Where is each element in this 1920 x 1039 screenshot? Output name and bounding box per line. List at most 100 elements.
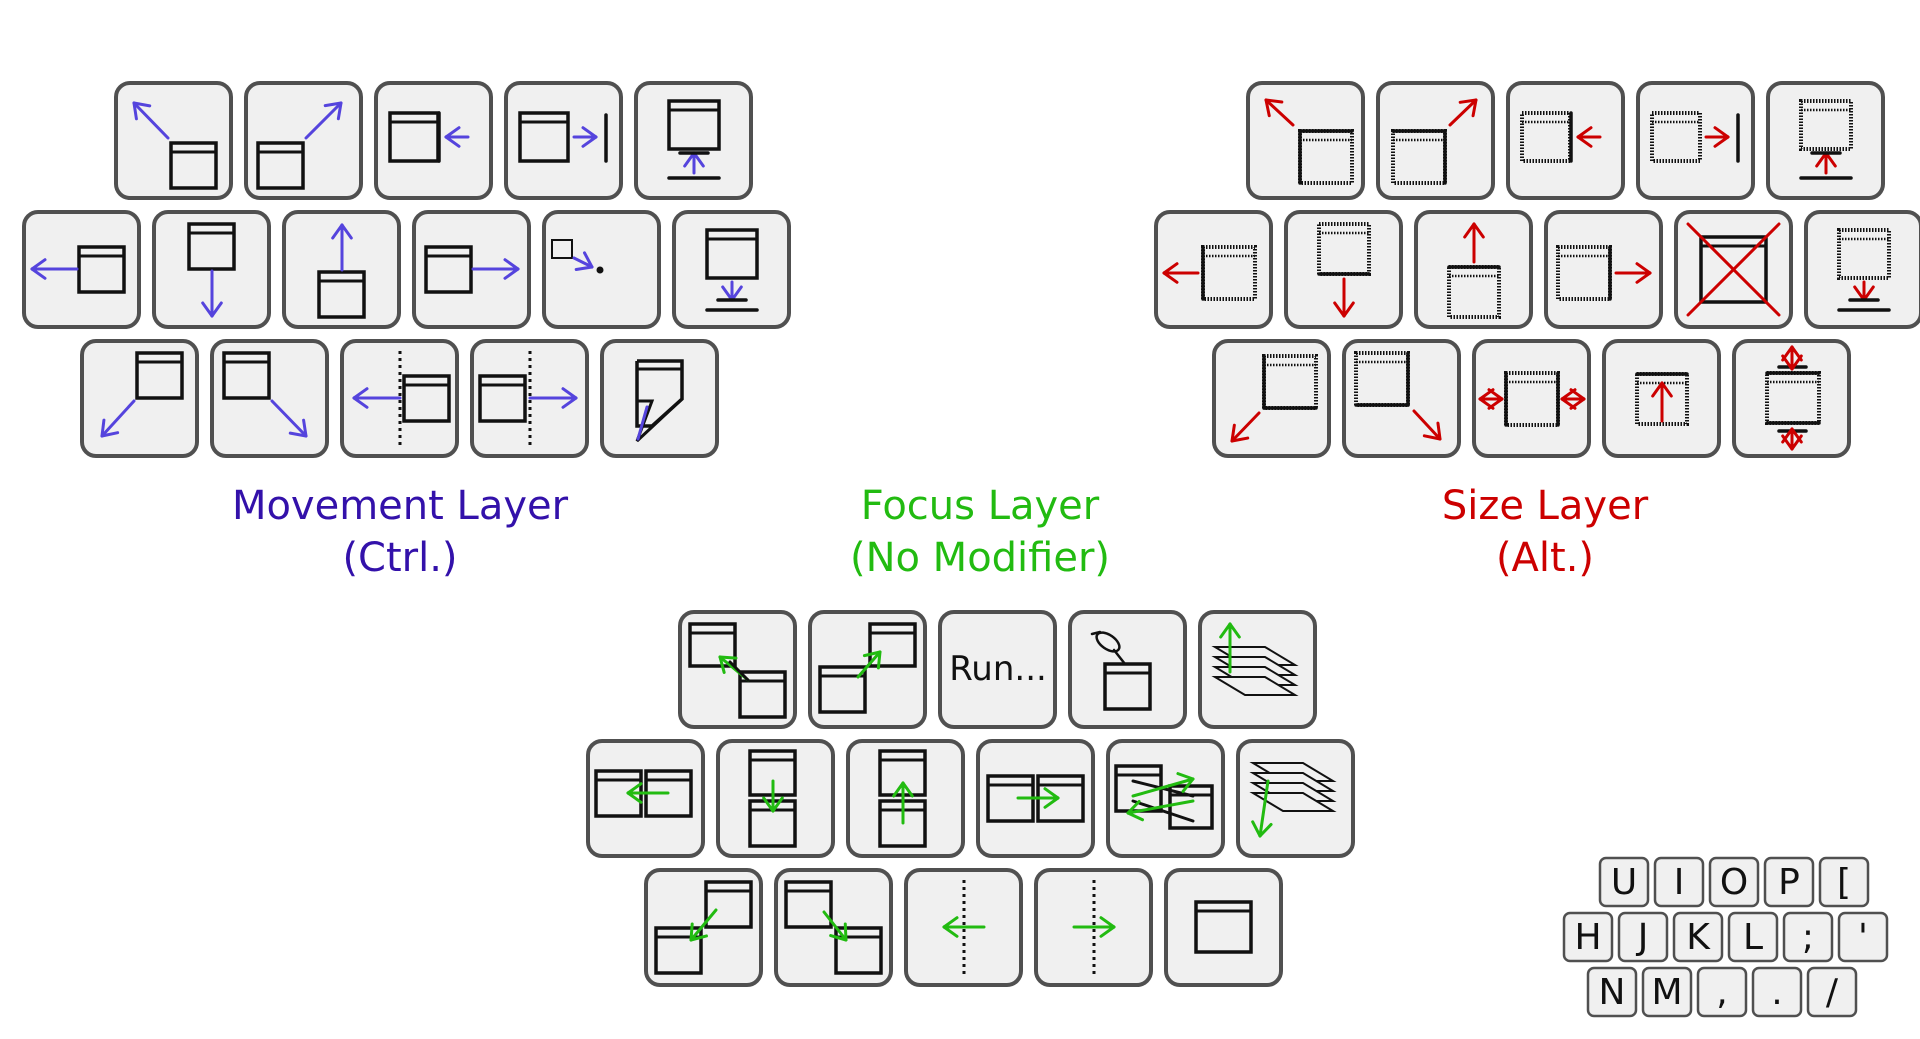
- focus-key: [644, 868, 763, 987]
- legend-key: M: [1641, 966, 1693, 1018]
- grow-to-top-icon: [1799, 99, 1853, 180]
- focus-up-icon: [878, 749, 927, 848]
- focus-layer-modifier: (No Modifier): [849, 535, 1111, 581]
- focus-key: [1164, 868, 1283, 987]
- svg-text:L: L: [1743, 917, 1763, 958]
- focus-key: [846, 739, 965, 858]
- move-up-icon: [317, 223, 366, 319]
- movement-key: [542, 210, 661, 329]
- focus-left-icon: [594, 769, 693, 818]
- legend-key: N: [1586, 966, 1638, 1018]
- size-key: [1212, 339, 1331, 458]
- grow-up-left-icon: [1264, 98, 1354, 185]
- size-key: [1732, 339, 1851, 458]
- focus-up-right-icon: [818, 622, 917, 714]
- focus-layer: Run...: [586, 610, 1355, 987]
- move-down-to-bottom-icon: [705, 228, 759, 312]
- legend-key: I: [1653, 856, 1705, 908]
- legend-key: .: [1751, 966, 1803, 1018]
- movement-key: [244, 81, 363, 200]
- focus-key: [586, 739, 705, 858]
- size-key: [1342, 339, 1461, 458]
- size-layer-modifier: (Alt.): [1495, 535, 1595, 581]
- move-right-edge-icon: [518, 111, 608, 163]
- focus-key: [904, 868, 1023, 987]
- maximize-vertical-icon: [1765, 345, 1821, 451]
- size-key: [1376, 81, 1495, 200]
- move-left-icon: [30, 245, 126, 294]
- legend-key: J: [1617, 911, 1669, 963]
- movement-key: [282, 210, 401, 329]
- close-window-icon: [1686, 222, 1781, 317]
- focus-key: [1106, 739, 1225, 858]
- focus-key: [808, 610, 927, 729]
- focus-down-icon: [748, 749, 797, 848]
- svg-text:/: /: [1826, 972, 1839, 1013]
- legend-key: P: [1763, 856, 1815, 908]
- move-right-icon: [424, 245, 520, 294]
- svg-text:.: .: [1771, 972, 1782, 1013]
- movement-key: [114, 81, 233, 200]
- legend-key: ,: [1696, 966, 1748, 1018]
- focus-key: [1198, 610, 1317, 729]
- focus-key: [1236, 739, 1355, 858]
- focus-key: [678, 610, 797, 729]
- size-key: [1544, 210, 1663, 329]
- grow-down-icon: [1317, 222, 1371, 318]
- move-down-left-icon: [100, 351, 184, 438]
- size-layer-title: Size Layer: [1441, 483, 1649, 529]
- legend-key: U: [1598, 856, 1650, 908]
- movement-key: [152, 210, 271, 329]
- legend-key: L: [1727, 911, 1779, 963]
- svg-text:J: J: [1636, 917, 1649, 958]
- grow-left-icon: [1162, 245, 1257, 301]
- size-layer: [1154, 81, 1920, 458]
- swap-windows-icon: [1114, 764, 1214, 830]
- movement-key: [22, 210, 141, 329]
- movement-key: [340, 339, 459, 458]
- size-key: [1506, 81, 1625, 200]
- size-key: [1414, 210, 1533, 329]
- svg-text:O: O: [1720, 862, 1748, 903]
- run-label: Run...: [949, 649, 1047, 689]
- svg-text:[: [: [1837, 862, 1851, 903]
- movement-key: [210, 339, 329, 458]
- grow-to-right-edge-icon: [1650, 111, 1740, 163]
- svg-text:': ': [1858, 917, 1868, 958]
- svg-text:P: P: [1778, 862, 1800, 903]
- svg-text:N: N: [1599, 972, 1626, 1013]
- movement-key: [412, 210, 531, 329]
- legend-key: ;: [1782, 911, 1834, 963]
- maximize-icon: [1635, 372, 1689, 426]
- movement-key: [634, 81, 753, 200]
- focus-down-right-icon: [784, 880, 883, 975]
- movement-key: [470, 339, 589, 458]
- grow-down-right-icon: [1354, 351, 1442, 441]
- movement-key: [600, 339, 719, 458]
- size-key: [1602, 339, 1721, 458]
- svg-text:M: M: [1651, 972, 1682, 1013]
- move-up-left-icon: [132, 101, 218, 190]
- movement-layer-modifier: (Ctrl.): [342, 535, 458, 581]
- window-icon: [1194, 900, 1253, 954]
- svg-text:U: U: [1611, 862, 1637, 903]
- svg-text:K: K: [1686, 917, 1711, 958]
- stack-cycle-up-icon: [1211, 622, 1299, 696]
- move-right-monitor-icon: [478, 351, 578, 447]
- svg-text:I: I: [1674, 862, 1685, 903]
- grow-right-edge-icon: [1520, 111, 1602, 163]
- svg-text:;: ;: [1802, 917, 1814, 958]
- move-left-monitor-icon: [352, 351, 451, 447]
- focus-key: [1034, 868, 1153, 987]
- focus-right-monitor-icon: [1072, 880, 1116, 976]
- movement-key: [504, 81, 623, 200]
- focus-down-left-icon: [654, 880, 753, 975]
- grow-right-icon: [1556, 245, 1652, 301]
- size-key: [1472, 339, 1591, 458]
- focus-key: [716, 739, 835, 858]
- movement-key: [374, 81, 493, 200]
- svg-text:,: ,: [1716, 972, 1727, 1013]
- move-to-cursor-icon: [551, 239, 604, 274]
